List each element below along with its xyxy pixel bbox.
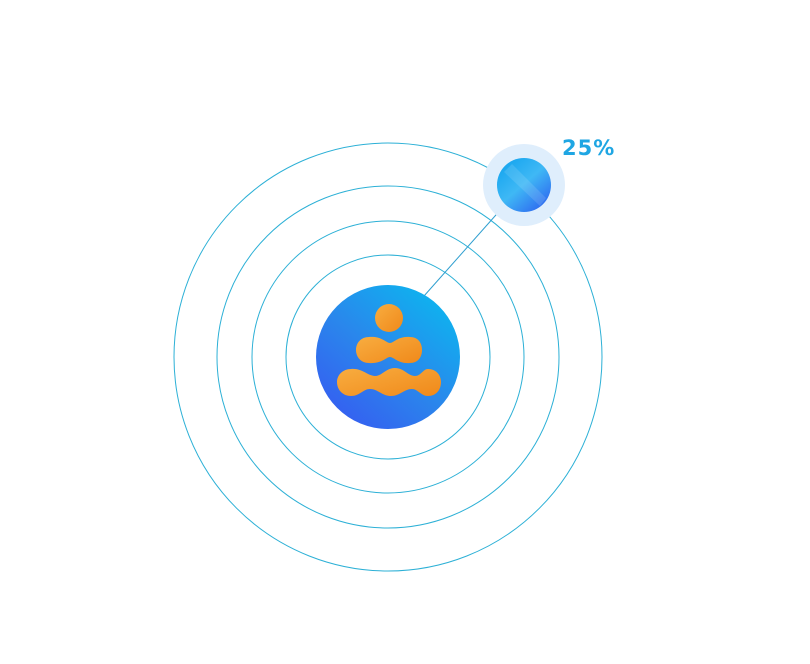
center-node xyxy=(316,285,460,429)
icon-middle-wave xyxy=(356,336,422,364)
icon-bottom-wave xyxy=(337,368,441,396)
satellite-sheen xyxy=(504,164,546,206)
percentage-label: 25% xyxy=(562,136,616,160)
stacked-waves-icon xyxy=(337,304,441,396)
orbit-ring-3 xyxy=(216,185,560,529)
connector-line xyxy=(423,206,504,297)
icon-top-dot xyxy=(375,304,403,332)
concentric-rings xyxy=(173,142,603,572)
orbit-ring-1 xyxy=(285,254,491,460)
satellite-dot xyxy=(497,158,551,212)
orbit-ring-2 xyxy=(251,220,525,494)
satellite-node xyxy=(483,144,565,226)
orbit-ring-4 xyxy=(173,142,603,572)
